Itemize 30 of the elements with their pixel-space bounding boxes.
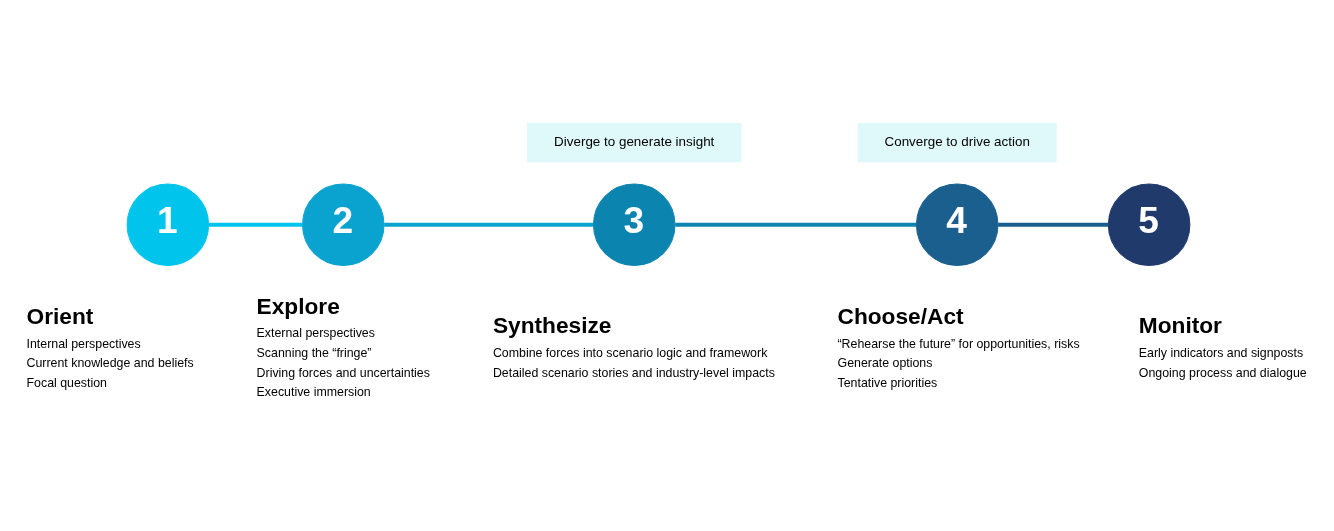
- connector: [998, 222, 1109, 227]
- node-label: Driving forces and uncertainties: [256, 365, 430, 380]
- node-circle: 1: [126, 182, 210, 266]
- node-label: Choose/Act: [837, 302, 964, 329]
- node-label: Tentative priorities: [837, 375, 938, 390]
- connector: [384, 222, 594, 227]
- node-label: Early indicators and signposts: [1138, 345, 1304, 360]
- node-box: Converge to drive action: [857, 122, 1057, 162]
- node-circle: 5: [1107, 182, 1191, 266]
- node-label: Combine forces into scenario logic and framework: [492, 345, 768, 360]
- node-label: Orient: [26, 302, 94, 329]
- node-label: Detailed scenario stories and industry-level impacts: [492, 365, 775, 380]
- node-label: External perspectives: [256, 325, 375, 340]
- node-circle: 2: [302, 182, 385, 266]
- connector: [675, 222, 917, 227]
- node-label: Monitor: [1138, 311, 1222, 338]
- node-label: Scanning the “fringe”: [256, 345, 372, 360]
- node-box: Diverge to generate insight: [526, 122, 742, 162]
- node-label: Explore: [256, 292, 340, 319]
- node-label: Generate options: [837, 355, 933, 370]
- connector: [208, 222, 303, 227]
- node-label: Focal question: [26, 375, 108, 390]
- node-label: Internal perspectives: [26, 336, 141, 351]
- node-label: Executive immersion: [256, 384, 371, 399]
- node-circle: 3: [592, 182, 676, 266]
- node-circle: 4: [915, 182, 999, 266]
- node-label: “Rehearse the future” for opportunities, risks: [837, 336, 1080, 351]
- node-label: Synthesize: [492, 311, 612, 338]
- node-label: Ongoing process and dialogue: [1138, 365, 1307, 380]
- node-label: Current knowledge and beliefs: [26, 355, 194, 370]
